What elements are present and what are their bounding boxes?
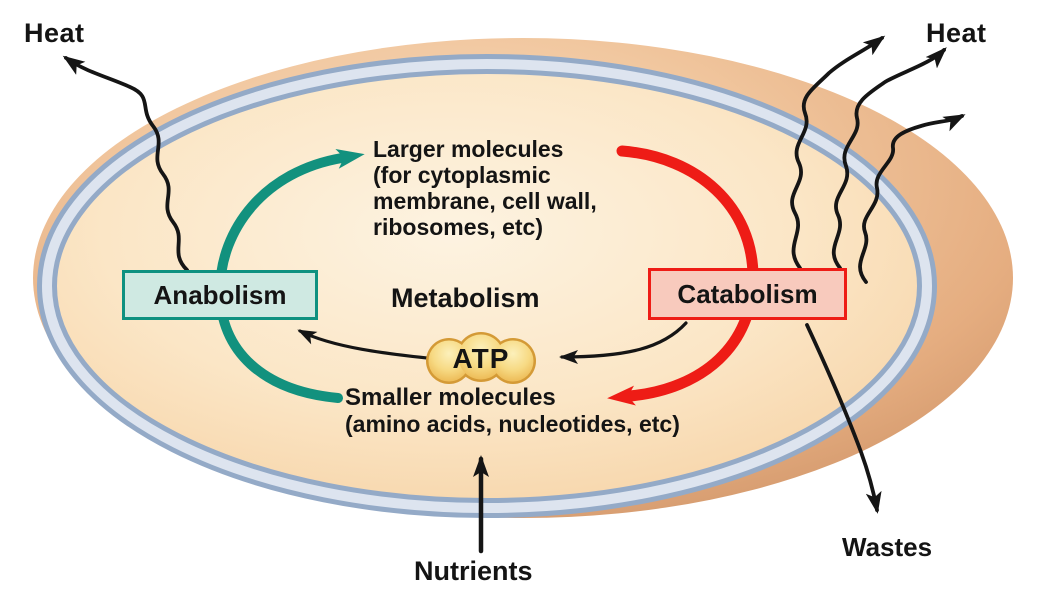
heat-wavy-arrow-left [62, 55, 189, 272]
atp-to-anabolism-arrow [297, 329, 429, 360]
heat-label-right: Heat [926, 18, 987, 48]
smaller-molecules-title: Smaller molecules [345, 384, 556, 411]
larger-molecules-title: Larger molecules [373, 136, 564, 162]
wastes-arrow [805, 323, 882, 514]
atp-label: ATP [425, 338, 537, 380]
anabolism-box-label: Anabolism [153, 279, 287, 310]
catabolism-box: Catabolism [648, 268, 847, 320]
cell-membrane-light-band [42, 59, 932, 513]
heat-wavy-arrow-right-2 [832, 47, 947, 270]
catabolism-to-atp-arrow [559, 321, 688, 364]
metabolism-label: Metabolism [391, 283, 540, 313]
larger-molecules-detail: (for cytoplasmic membrane, cell wall, ri… [373, 162, 597, 240]
smaller-molecules-detail: (amino acids, nucleotides, etc) [345, 411, 680, 437]
wastes-label: Wastes [842, 532, 933, 562]
heat-label-left: Heat [24, 18, 85, 48]
atp-blob [426, 332, 536, 384]
heat-wavy-arrow-right-3 [858, 114, 966, 284]
anabolism-box: Anabolism [122, 270, 318, 320]
larger-molecules-label: Larger molecules (for cytoplasmic membra… [373, 136, 623, 240]
catabolism-box-label: Catabolism [677, 278, 818, 309]
nutrients-label: Nutrients [414, 556, 533, 586]
smaller-molecules-label: Smaller molecules (amino acids, nucleoti… [345, 384, 680, 438]
atp-label-text: ATP [452, 343, 510, 374]
heat-wavy-arrow-right-1 [790, 35, 886, 270]
